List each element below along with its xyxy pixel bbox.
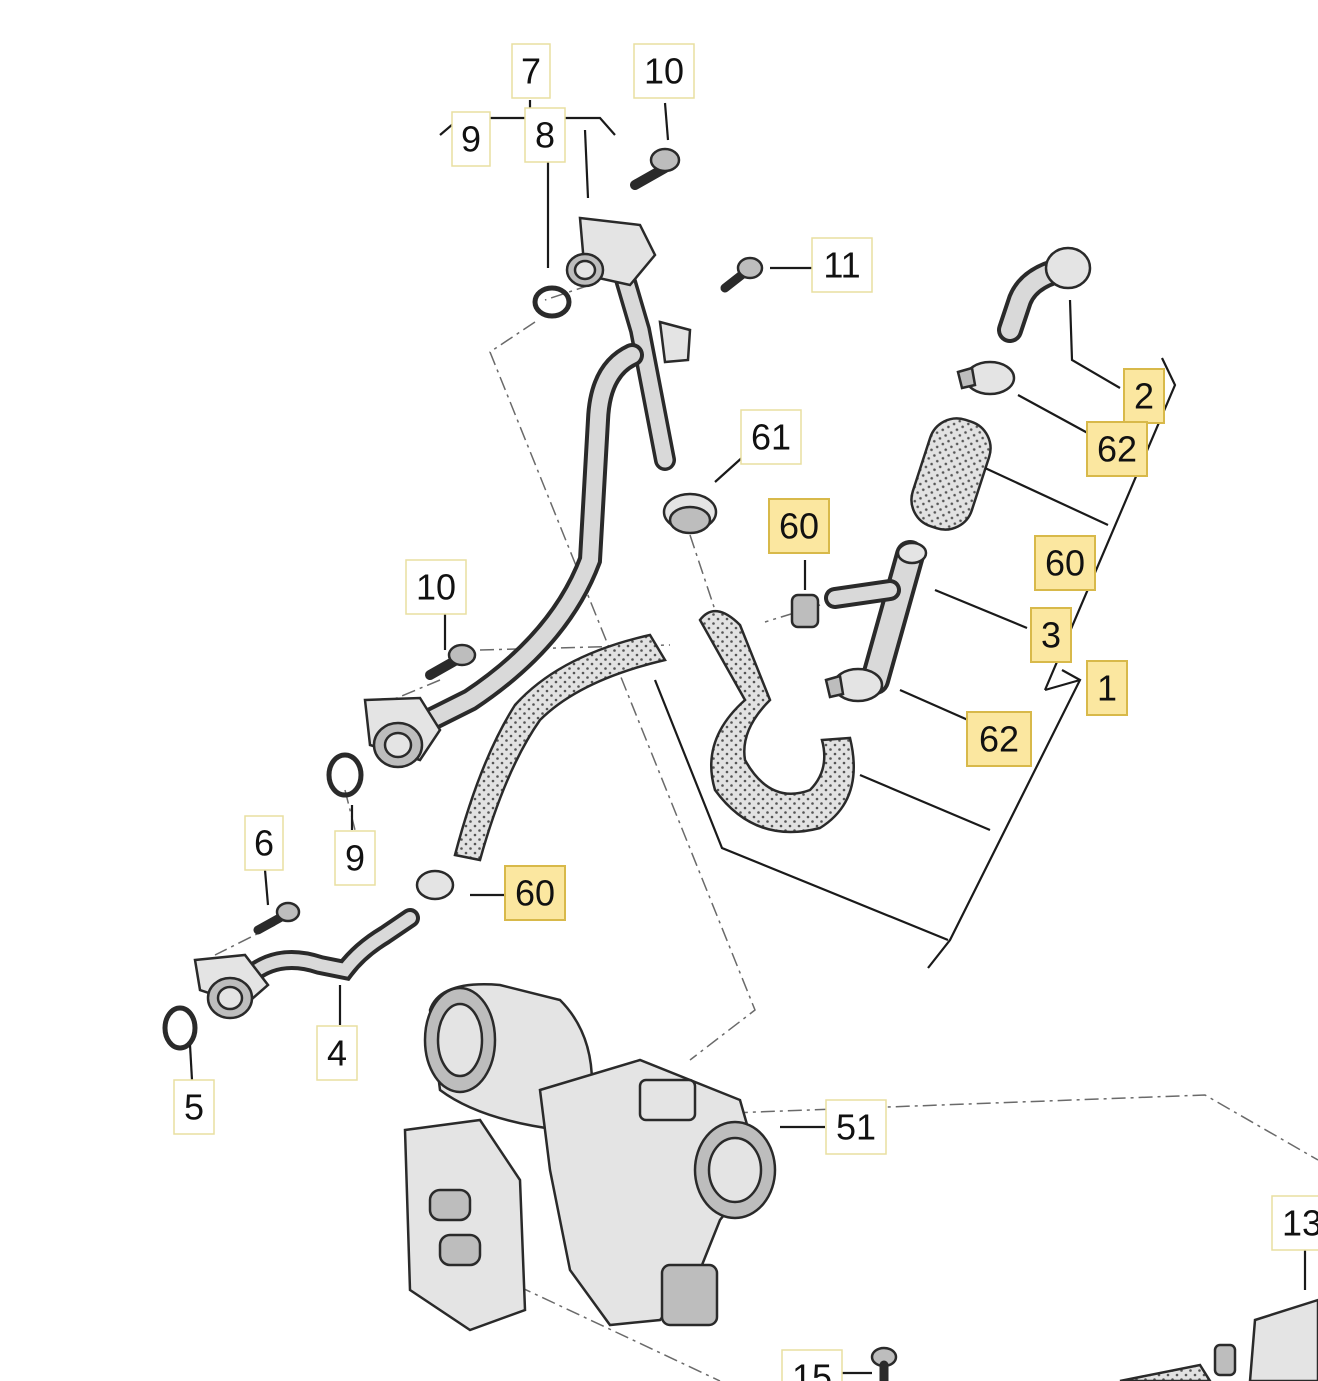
callout-61: 61	[740, 409, 802, 465]
o-ring-8	[532, 285, 572, 319]
coolant-pipe-7	[408, 216, 692, 737]
callout-60-bottom-label: 60	[515, 873, 555, 914]
callout-8-label: 8	[535, 115, 555, 156]
callout-4-label: 4	[327, 1033, 347, 1074]
leader-lines	[188, 100, 1307, 1375]
callout-10-mid-label: 10	[416, 567, 456, 608]
callout-9-top-label: 9	[461, 119, 481, 160]
callout-4: 4	[316, 1025, 358, 1081]
callout-60-right: 60	[1034, 535, 1096, 591]
callout-60-right-label: 60	[1045, 543, 1085, 584]
bolt-10-top	[630, 147, 681, 190]
callout-60-mid-label: 60	[779, 506, 819, 547]
callout-8: 8	[524, 107, 566, 163]
t-connector-3	[824, 540, 928, 695]
hose-section-u-bend	[698, 610, 855, 834]
callout-6: 6	[244, 815, 284, 871]
callout-51: 51	[825, 1099, 887, 1155]
callout-1-label: 1	[1097, 668, 1117, 709]
callout-11-label: 11	[823, 245, 860, 286]
callout-1: 1	[1086, 660, 1128, 716]
callout-62-top: 62	[1086, 421, 1148, 477]
bolt-6	[253, 901, 301, 935]
bolt-11	[720, 256, 764, 293]
callout-6-label: 6	[254, 823, 274, 864]
pipe-flange-mid	[363, 696, 442, 769]
callout-61-label: 61	[751, 417, 791, 458]
callout-60-mid: 60	[768, 498, 830, 554]
callout-60-bottom: 60	[504, 865, 566, 921]
callout-5-label: 5	[184, 1087, 204, 1128]
callout-10-top-label: 10	[644, 51, 684, 92]
turbocharger-51	[403, 983, 777, 1332]
bolt-15	[870, 1346, 898, 1381]
hose-clamp-62-top	[956, 360, 1016, 396]
callout-51-label: 51	[836, 1107, 876, 1148]
callout-62-bottom: 62	[966, 711, 1032, 767]
hose-clamp-60-bottom	[415, 869, 455, 901]
elbow-connector-2	[997, 246, 1092, 343]
callout-9-mid-label: 9	[345, 838, 365, 879]
coolant-pipe-4	[193, 908, 420, 1020]
callout-62-bottom-label: 62	[979, 719, 1019, 760]
o-ring-9-mid	[326, 752, 364, 798]
callout-3: 3	[1030, 607, 1072, 663]
callout-13: 13	[1271, 1195, 1318, 1251]
callout-9-mid: 9	[334, 830, 376, 886]
hose-section-upper	[910, 417, 992, 531]
partial-component-13	[1119, 1298, 1318, 1381]
hose-clamp-62-bottom	[824, 667, 884, 703]
callout-3-label: 3	[1041, 615, 1061, 656]
callout-7: 7	[511, 43, 551, 99]
callout-2: 2	[1123, 368, 1165, 424]
hose-section-long	[453, 633, 667, 862]
callout-9-top: 9	[451, 111, 491, 167]
hose-clamp-60-mid	[790, 593, 820, 629]
callout-13-label: 13	[1282, 1203, 1318, 1244]
callout-11: 11	[811, 237, 873, 293]
callout-5: 5	[173, 1079, 215, 1135]
o-ring-5	[162, 1005, 198, 1051]
callout-62-top-label: 62	[1097, 429, 1137, 470]
hose-clamp-61	[662, 492, 718, 535]
callout-10-mid: 10	[405, 559, 467, 615]
callout-10-top: 10	[633, 43, 695, 99]
bolt-10-mid	[425, 643, 477, 680]
callout-15: 15	[781, 1349, 843, 1381]
callout-7-label: 7	[521, 51, 541, 92]
callout-2-label: 2	[1134, 376, 1154, 417]
callout-15-label: 15	[792, 1357, 832, 1381]
